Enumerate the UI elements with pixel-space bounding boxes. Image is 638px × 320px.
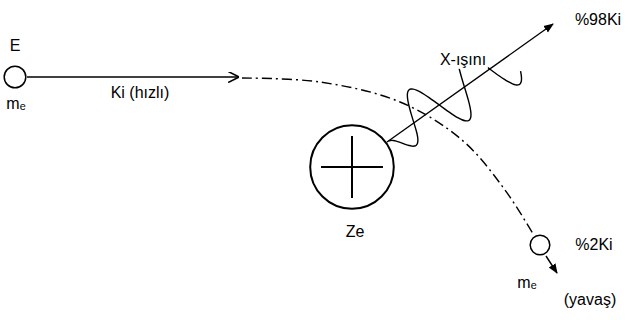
- annotation-label: %98Ki: [573, 11, 623, 29]
- x-ray-arrow: [387, 24, 553, 142]
- node-sublabel: %2Ki: [573, 236, 614, 254]
- circle-outline: [309, 124, 395, 210]
- circle-outline: [529, 234, 551, 256]
- slow-electron-arrow: [546, 256, 557, 273]
- trajectory-connector: [27, 77, 534, 236]
- outgoing-electron: mₑ%2Ki: [529, 234, 551, 256]
- node-label: mₑ: [515, 274, 538, 292]
- annotation-label: X-ışını: [438, 51, 488, 69]
- incoming-electron: Emₑ: [3, 65, 27, 89]
- annotation-label: (yavaş): [562, 291, 618, 309]
- node-sublabel: mₑ: [4, 95, 27, 113]
- edge-label: Ki (hızlı): [109, 84, 172, 102]
- node-label: Ze: [344, 223, 367, 241]
- node-label: E: [8, 37, 23, 55]
- circle-outline: [3, 65, 27, 89]
- nucleus: Ze: [309, 124, 395, 210]
